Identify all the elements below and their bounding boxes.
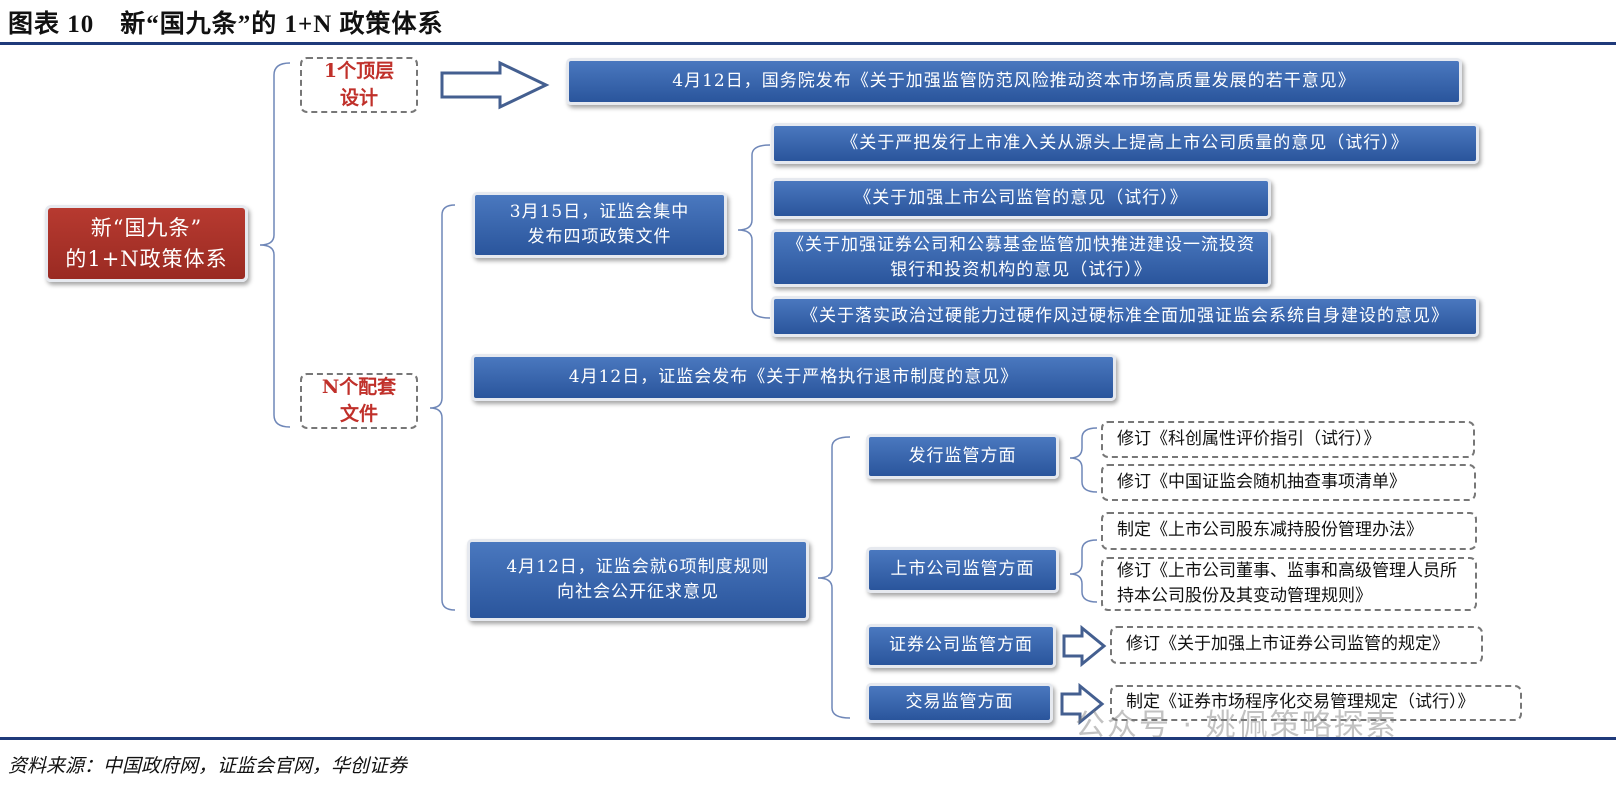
consultation-node: 4月12日，证监会就6项制度规则 向社会公开征求意见	[467, 539, 809, 621]
arrow-right-icon	[1060, 682, 1105, 726]
rule-doc: 修订《中国证监会随机抽查事项清单》	[1101, 464, 1476, 501]
march15-doc: 《关于落实政治过硬能力过硬作风过硬标准全面加强证监会系统自身建设的意见》	[771, 296, 1479, 337]
rule-doc: 修订《科创属性评价指引（试行）》	[1101, 421, 1475, 458]
march15-doc: 《关于严把发行上市准入关从源头上提高上市公司质量的意见（试行）》	[771, 123, 1479, 164]
rule-doc: 修订《关于加强上市证券公司监管的规定》	[1110, 626, 1483, 664]
march15-node: 3月15日，证监会集中 发布四项政策文件	[472, 192, 727, 258]
area-node: 交易监管方面	[866, 683, 1053, 723]
supporting-label: N个配套 文件	[300, 373, 418, 429]
area-node: 发行监管方面	[866, 434, 1059, 479]
arrow-right-icon	[440, 60, 550, 110]
march15-doc: 《关于加强证券公司和公募基金监管加快推进建设一流投资银行和投资机构的意见（试行）…	[771, 229, 1271, 287]
delisting-node: 4月12日，证监会发布《关于严格执行退市制度的意见》	[471, 354, 1116, 401]
rule-doc: 制定《上市公司股东减持股份管理办法》	[1101, 512, 1477, 550]
title-rule	[0, 42, 1616, 45]
area-node: 证券公司监管方面	[866, 624, 1056, 668]
top-design-doc: 4月12日，国务院发布《关于加强监管防范风险推动资本市场高质量发展的若干意见》	[566, 58, 1462, 105]
root-node: 新“国九条” 的1+N政策体系	[45, 205, 248, 282]
bottom-rule	[0, 737, 1616, 740]
figure-title: 图表 10 新“国九条”的 1+N 政策体系	[8, 11, 444, 38]
area-node: 上市公司监管方面	[866, 547, 1059, 593]
rule-doc: 制定《证券市场程序化交易管理规定（试行）》	[1110, 685, 1522, 721]
rule-doc: 修订《上市公司董事、监事和高级管理人员所持本公司股份及其变动管理规则》	[1101, 557, 1477, 611]
source-note: 资料来源：中国政府网，证监会官网，华创证券	[8, 755, 408, 777]
top-design-label: 1个顶层 设计	[300, 57, 418, 113]
arrow-right-icon	[1062, 624, 1107, 668]
march15-doc: 《关于加强上市公司监管的意见（试行）》	[771, 178, 1271, 219]
